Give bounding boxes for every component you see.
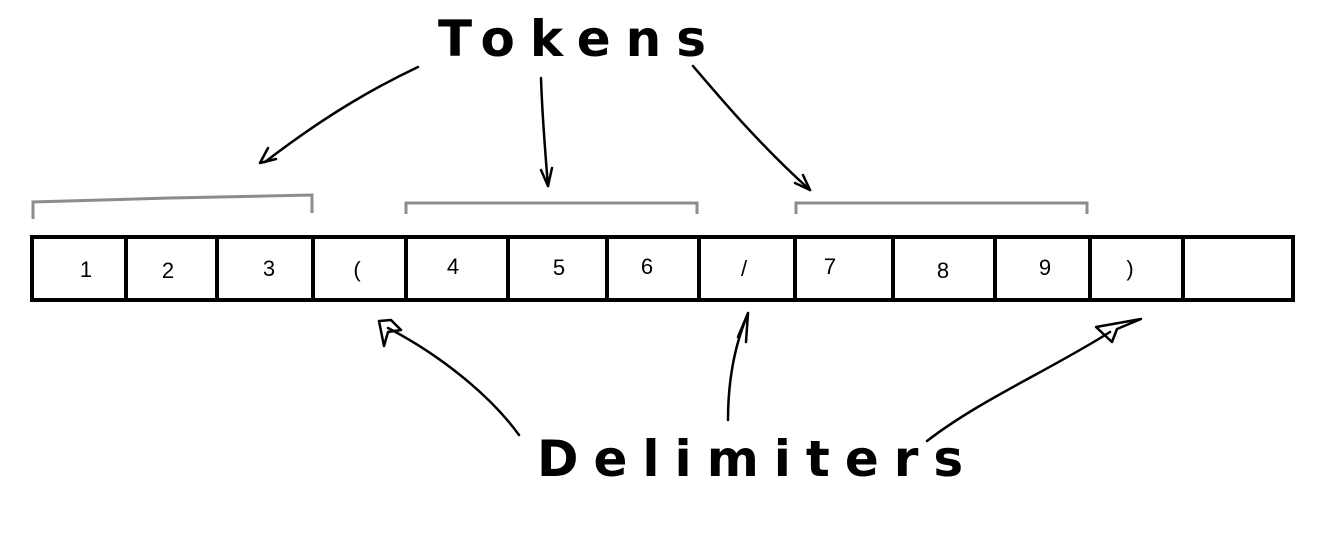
token-group-bracket-1	[31, 193, 314, 219]
cell-label-9: 7	[824, 254, 836, 279]
cell-box-3	[215, 235, 315, 302]
cell-box-12	[1088, 235, 1185, 302]
cell-label-3: 3	[263, 256, 275, 281]
cell-label-10: 8	[937, 258, 949, 283]
cell-label-5: 4	[447, 254, 459, 279]
cell-box-4	[311, 235, 408, 302]
cell-box-6	[506, 235, 609, 302]
cell-box-11	[993, 235, 1092, 302]
cell-box-10	[891, 235, 997, 302]
cell-label-1: 1	[80, 257, 92, 282]
cell-box-13	[1181, 235, 1295, 302]
cell-box-7	[605, 235, 701, 302]
cell-label-4: (	[353, 257, 361, 282]
cell-label-11: 9	[1039, 255, 1051, 280]
cell-label-12: )	[1126, 256, 1133, 281]
tokens-arrow-2	[539, 76, 554, 188]
cell-row: 1 2 3 (4 5 6 / 7 8 9)	[30, 235, 1295, 302]
tokens-arrow-3	[691, 64, 812, 192]
cell-label-7: 6	[641, 254, 653, 279]
tokens-label: Tokens	[438, 10, 721, 68]
cell-label-6: 5	[553, 255, 565, 280]
token-group-bracket-3	[794, 201, 1089, 214]
cell-box-1	[30, 235, 128, 302]
delimiters-label: Delimiters	[537, 430, 979, 488]
cell-label-2: 2	[162, 258, 174, 283]
tokens-arrow-1	[258, 65, 420, 165]
delimiters-arrow-1	[377, 318, 521, 437]
cell-box-2	[124, 235, 219, 302]
delimiters-arrow-3	[925, 317, 1143, 443]
delimiters-arrow-2	[726, 311, 750, 422]
token-group-bracket-2	[404, 201, 699, 214]
cell-box-9	[793, 235, 895, 302]
cell-label-8: /	[741, 256, 748, 281]
